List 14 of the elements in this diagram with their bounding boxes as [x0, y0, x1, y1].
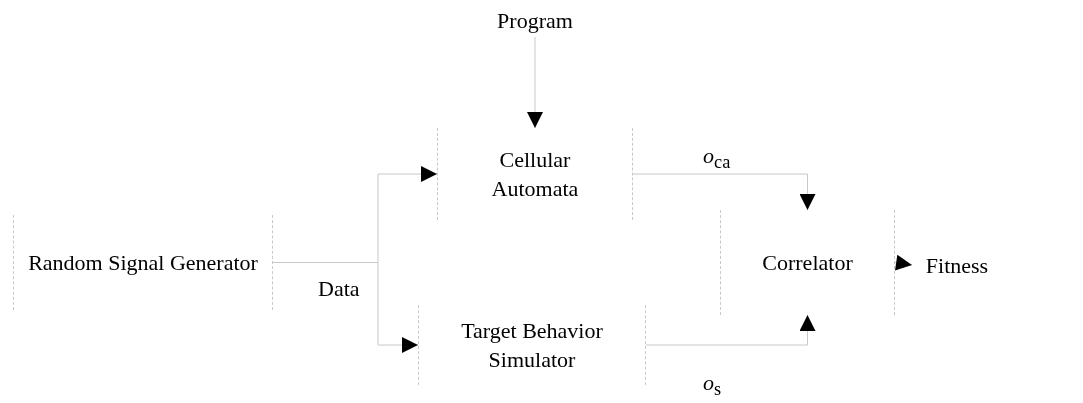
arrow — [632, 173, 816, 211]
process-box — [720, 210, 895, 315]
box-label: Correlator — [762, 249, 853, 277]
output-label: Fitness — [912, 250, 1002, 280]
process-box — [437, 128, 633, 220]
arrow — [527, 36, 543, 129]
arrow — [894, 254, 913, 271]
arrow — [645, 314, 816, 346]
box-label: Target Behavior Simulator — [460, 317, 604, 374]
process-box — [418, 305, 646, 385]
box-label: Cellular Automata — [490, 146, 580, 203]
box-label: Random Signal Generator — [28, 249, 258, 277]
process-box — [13, 215, 273, 310]
input-label: Program — [485, 5, 585, 35]
